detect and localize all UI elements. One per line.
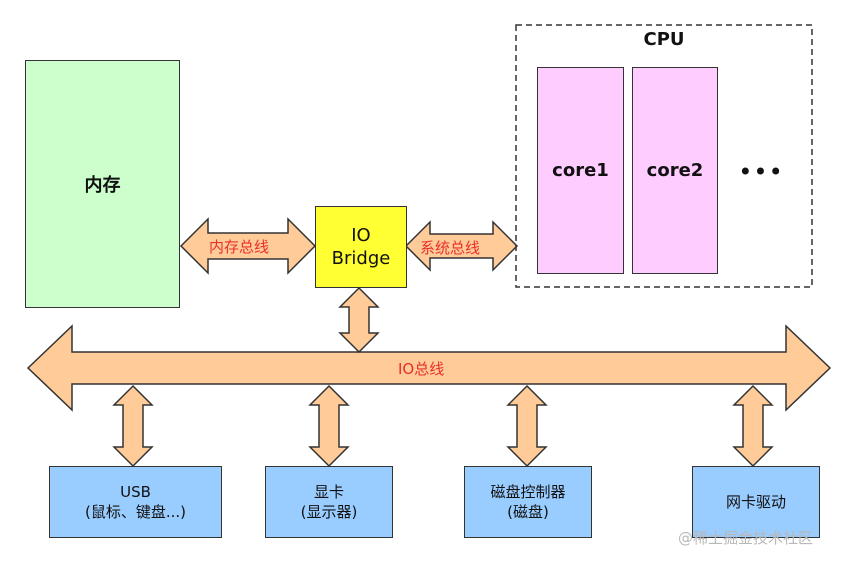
- core2-box: core2: [632, 67, 718, 274]
- usb-line2: (鼠标、键盘...): [84, 503, 186, 521]
- core2-label: core2: [646, 160, 704, 181]
- nic-arrow: [732, 384, 774, 468]
- usb-line1: USB: [120, 482, 151, 501]
- usb-device-box: USB (鼠标、键盘...): [49, 466, 222, 538]
- disk-arrow: [506, 384, 548, 468]
- more-cores-ellipsis: •••: [738, 158, 784, 186]
- bridge-line1: IO: [351, 224, 371, 246]
- cpu-title: CPU: [643, 29, 685, 50]
- memory-label: 内存: [84, 175, 121, 196]
- memory-bus-label: 内存总线: [209, 238, 270, 256]
- gpu-line1: 显卡: [313, 482, 344, 501]
- cpu-container: [515, 24, 813, 288]
- io-bus-arrow: [26, 324, 832, 412]
- disk-line2: (磁盘): [507, 503, 549, 521]
- disk-line1: 磁盘控制器: [490, 482, 566, 501]
- nic-driver-box: 网卡驱动: [692, 466, 820, 538]
- nic-line1: 网卡驱动: [725, 492, 786, 511]
- memory-box: 内存: [25, 60, 180, 308]
- gpu-line2: (显示器): [300, 503, 358, 521]
- system-bus-label: 系统总线: [420, 239, 481, 257]
- core1-box: core1: [537, 67, 624, 274]
- bridge-io-arrow: [338, 286, 380, 354]
- gpu-device-box: 显卡 (显示器): [265, 466, 393, 538]
- disk-controller-box: 磁盘控制器 (磁盘): [464, 466, 592, 538]
- core1-label: core1: [552, 160, 609, 181]
- system-bus-arrow: [404, 220, 519, 272]
- bridge-line2: Bridge: [331, 248, 391, 269]
- gpu-arrow: [308, 384, 350, 468]
- io-bus-label: IO总线: [398, 360, 445, 378]
- io-bridge-box: IO Bridge: [315, 206, 407, 288]
- usb-arrow: [112, 384, 154, 468]
- watermark: @稀土掘金技术社区: [678, 529, 814, 547]
